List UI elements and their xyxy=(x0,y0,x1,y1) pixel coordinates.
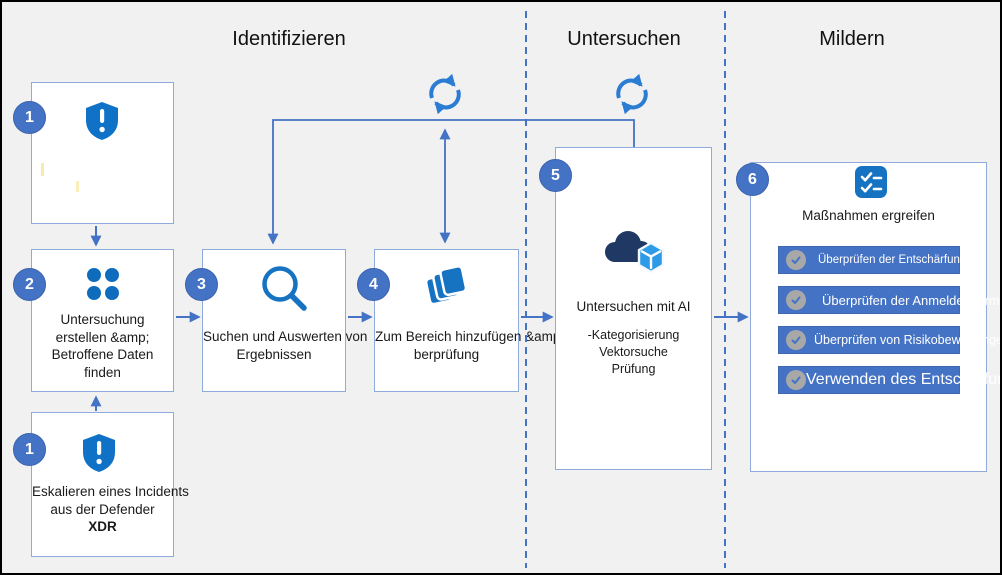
artifact-mark xyxy=(76,181,79,192)
action-item: Überprüfen von Risikobewertungen xyxy=(778,326,1000,354)
action-item: Überprüfen der Entschärfung xyxy=(778,246,966,274)
step-badge: 3 xyxy=(185,268,218,301)
step-box-take-action: Maßnahmen ergreifen Überprüfen der Entsc… xyxy=(750,162,1000,472)
step-box-create-investigation: Untersuchung erstellen &amp; Betroffene … xyxy=(31,249,174,392)
step-box-search-results: Suchen und Auswerten von Ergebnissen xyxy=(202,249,368,392)
step-badge: 1 xyxy=(13,101,46,134)
cube-icon xyxy=(637,241,665,274)
grid-dots-icon xyxy=(87,268,119,300)
check-circle-icon xyxy=(786,370,806,390)
step-label: Suchen und Auswerten von Ergebnissen xyxy=(203,329,368,362)
sync-icon xyxy=(429,73,461,115)
step-title: Untersuchen mit AI xyxy=(576,299,691,314)
phase-header-identify: Identifizieren xyxy=(232,28,346,50)
phase-header-investigate: Untersuchen xyxy=(567,28,681,50)
step-badge: 2 xyxy=(13,268,46,301)
step-badge: 6 xyxy=(736,163,769,196)
step-title: Maßnahmen ergreifen xyxy=(802,208,935,223)
step-box-escalate-incident: Eskalieren eines Incidents aus der Defen… xyxy=(31,412,189,557)
action-item: Überprüfen der Anmeldeinformationen xyxy=(778,286,1000,314)
layers-icon xyxy=(424,266,468,306)
cloud-ai-icon xyxy=(605,231,665,274)
sync-icon xyxy=(616,73,648,115)
step-label: -Kategorisierung Vektorsuche Prüfung xyxy=(587,328,680,376)
step-label: Eskalieren eines Incidents aus der Defen… xyxy=(32,484,189,534)
step-badge: 1 xyxy=(13,433,46,466)
search-icon xyxy=(262,266,307,311)
step-box-incident xyxy=(31,82,174,224)
action-item: Verwenden des Entschärfungsplans xyxy=(778,366,1000,394)
step-badge: 4 xyxy=(357,268,390,301)
shield-alert-icon xyxy=(83,434,115,472)
check-circle-icon xyxy=(786,330,806,350)
step-box-investigate-ai: Untersuchen mit AI -Kategorisierung Vekt… xyxy=(555,147,712,470)
phase-header-mitigate: Mildern xyxy=(819,28,885,50)
shield-alert-icon xyxy=(86,102,118,140)
checklist-icon xyxy=(855,166,887,198)
check-circle-icon xyxy=(786,290,806,310)
step-label: Untersuchung erstellen &amp; Betroffene … xyxy=(51,312,154,380)
check-circle-icon xyxy=(786,250,806,270)
artifact-mark xyxy=(41,163,44,176)
step-box-add-to-scope: Zum Bereich hinzufügen &amp; berprüfung xyxy=(374,249,565,392)
step-label: Zum Bereich hinzufügen &amp; berprüfung xyxy=(375,329,565,362)
step-badge: 5 xyxy=(539,159,572,192)
